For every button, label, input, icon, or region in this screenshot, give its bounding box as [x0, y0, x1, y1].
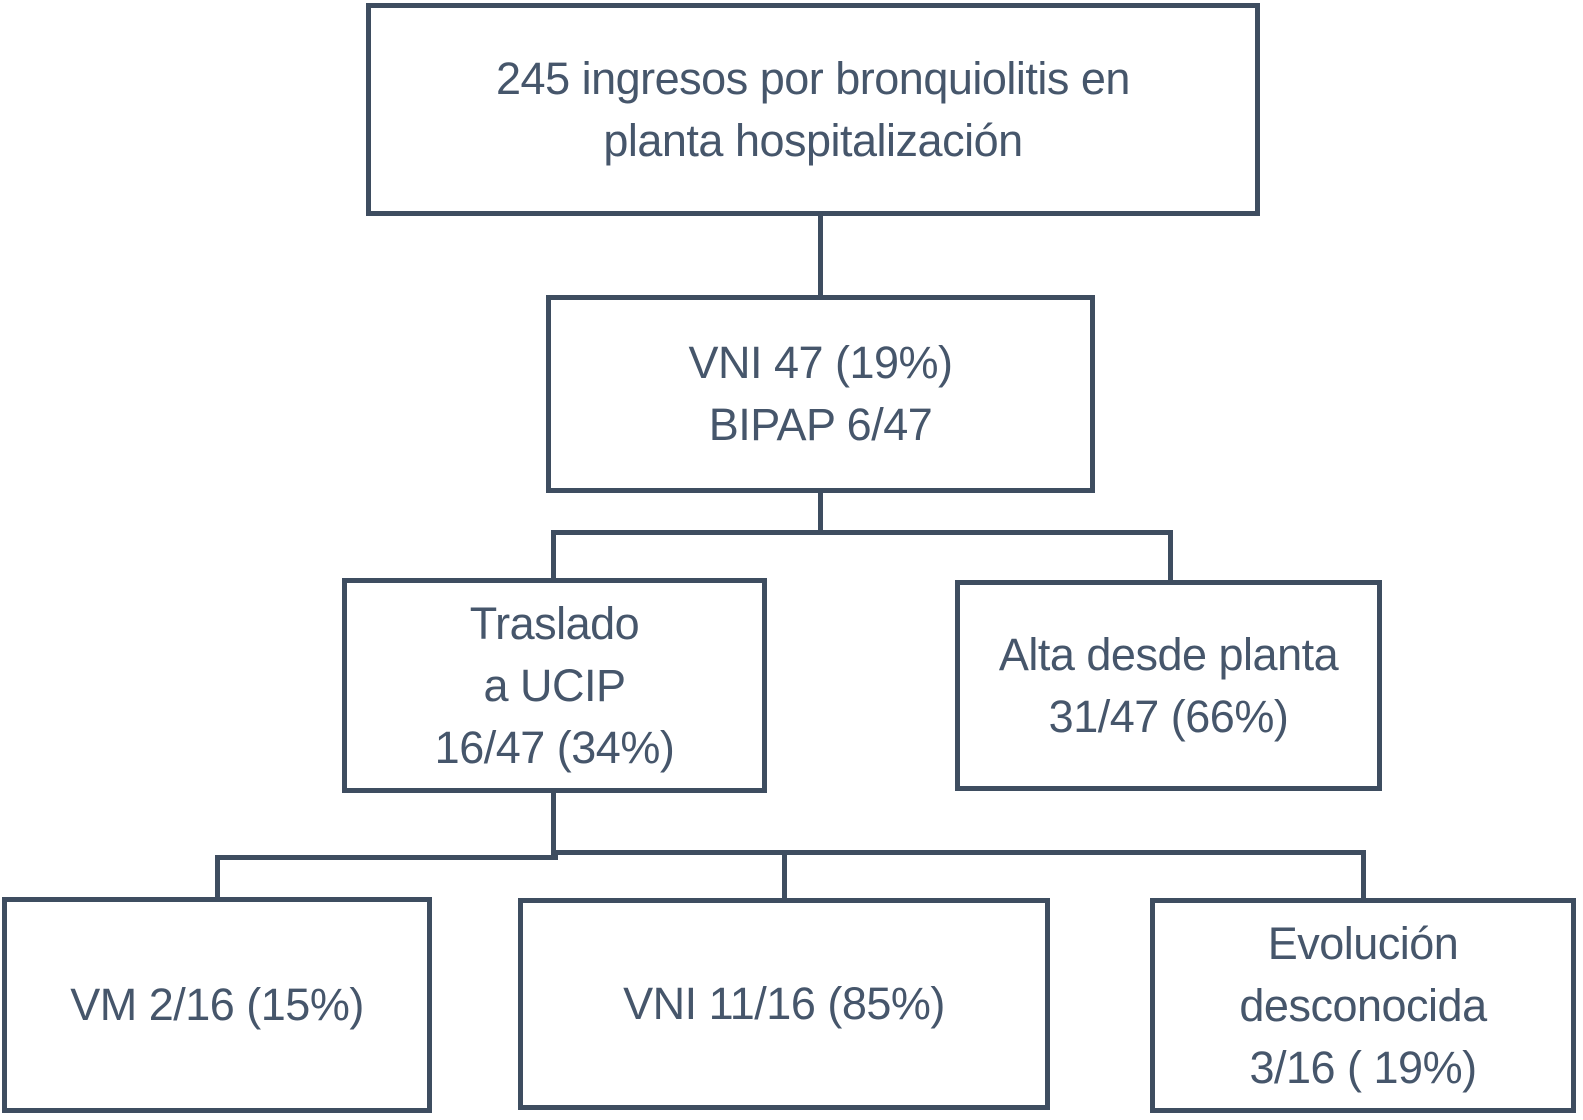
node-evolucion-line1: Evolución: [1267, 917, 1459, 969]
node-traslado-ucip-line3: 16/47 (34%): [434, 721, 675, 773]
connector-ucip-stem: [551, 791, 556, 860]
connector-vni-stem: [818, 491, 823, 535]
node-traslado-ucip: Traslado a UCIP 16/47 (34%): [342, 578, 767, 793]
node-traslado-ucip-line1: Traslado: [469, 597, 640, 649]
node-vni-planta: VNI 47 (19%) BIPAP 6/47: [546, 295, 1095, 493]
node-vni-ucip-line1: VNI 11/16 (85%): [623, 978, 945, 1029]
node-alta-planta-line1: Alta desde planta: [998, 628, 1339, 680]
connector-drop-vm: [215, 855, 220, 899]
node-evolucion-line2: desconocida: [1239, 979, 1487, 1031]
connector-drop-evolucion: [1361, 850, 1366, 900]
connector-ucip-branch-right: [551, 850, 1366, 855]
node-vm: VM 2/16 (15%): [2, 897, 432, 1113]
node-alta-planta-line2: 31/47 (66%): [1048, 690, 1289, 742]
node-vni-planta-line1: VNI 47 (19%): [688, 337, 953, 388]
node-evolucion-line3: 3/16 ( 19%): [1249, 1041, 1477, 1093]
connector-drop-vni-ucip: [782, 850, 787, 900]
connector-drop-alta: [1168, 530, 1173, 582]
node-admissions-line2: planta hospitalización: [603, 114, 1023, 166]
node-alta-planta: Alta desde planta 31/47 (66%): [955, 580, 1382, 791]
node-vni-planta-line2: BIPAP 6/47: [708, 399, 933, 450]
node-traslado-ucip-line2: a UCIP: [483, 659, 626, 711]
connector-drop-traslado: [551, 530, 556, 580]
connector-ucip-branch-left: [215, 855, 558, 860]
node-admissions: 245 ingresos por bronquiolitis en planta…: [366, 3, 1260, 216]
node-vni-ucip: VNI 11/16 (85%): [518, 898, 1050, 1110]
connector-vni-branch: [551, 530, 1173, 535]
node-evolucion-desconocida: Evolución desconocida 3/16 ( 19%): [1150, 898, 1576, 1113]
node-vm-line1: VM 2/16 (15%): [70, 979, 364, 1030]
connector-admissions-vni: [818, 214, 823, 298]
node-admissions-line1: 245 ingresos por bronquiolitis en: [496, 52, 1130, 104]
